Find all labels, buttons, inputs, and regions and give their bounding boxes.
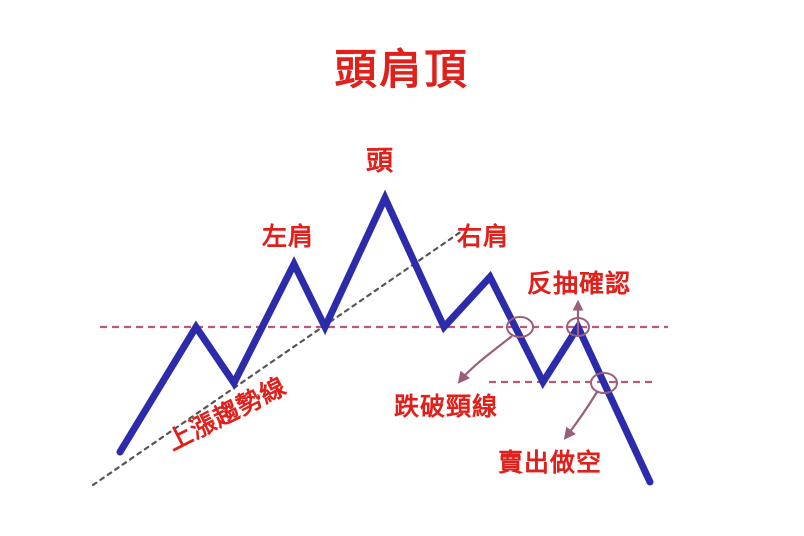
label-sell-short: 賣出做空	[498, 448, 603, 477]
label-break-neckline: 跌破頸線	[394, 392, 499, 421]
sell-short-arrow	[563, 391, 598, 440]
uptrend-line	[91, 229, 464, 487]
sell-short-marker	[590, 372, 618, 394]
break-neckline-arrow	[457, 335, 513, 384]
label-left-shoulder: 左肩	[262, 222, 315, 251]
label-right-shoulder: 右肩	[457, 222, 510, 251]
label-head: 頭	[366, 146, 394, 177]
label-pullback-confirm: 反抽確認	[527, 269, 632, 298]
break-neckline-marker	[506, 316, 534, 338]
page-title: 頭肩頂	[334, 45, 470, 94]
price-zigzag-line	[116, 189, 654, 486]
